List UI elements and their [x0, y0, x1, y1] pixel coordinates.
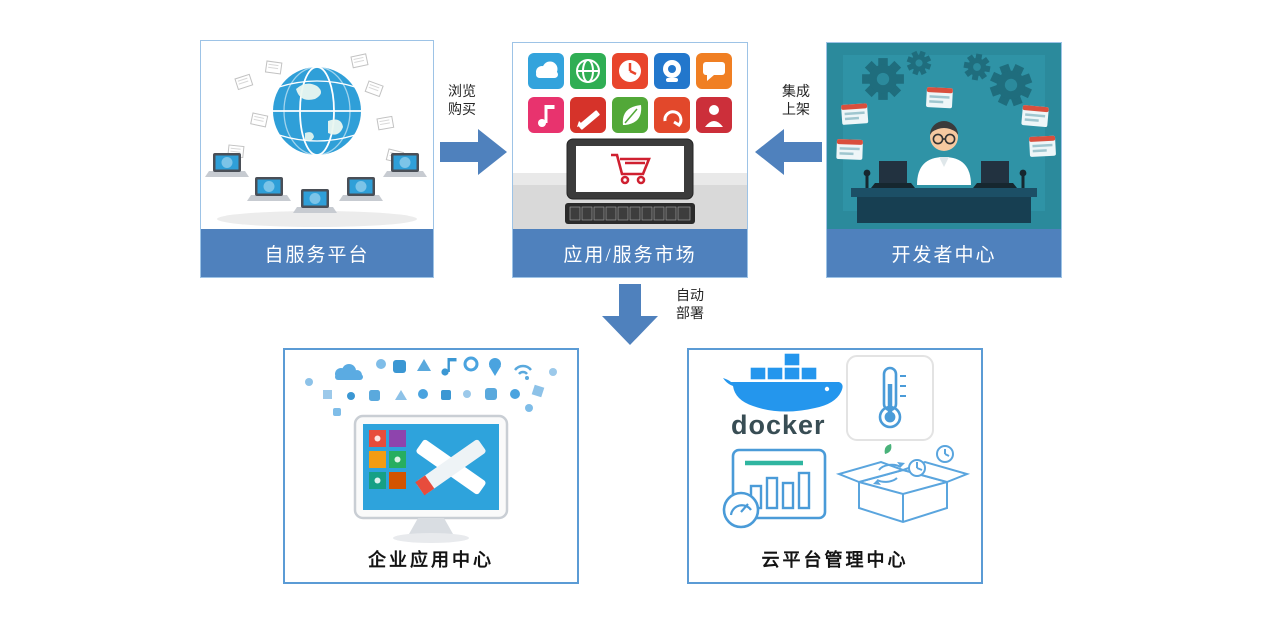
- buy-text: 购买: [448, 103, 476, 118]
- arrow-label-auto-deploy: 自动 部署: [666, 288, 714, 324]
- app-market-icon: [513, 53, 747, 229]
- developer-label: 开发者中心: [891, 244, 997, 266]
- developer-illustration: [827, 43, 1061, 229]
- crossed-ribbons-icon: [415, 439, 486, 496]
- app-grid-icons: [528, 53, 732, 89]
- cloud-mgmt-label: 云平台管理中心: [761, 550, 909, 570]
- self-service-illustration: [201, 41, 433, 229]
- clock-app-icon: [612, 53, 648, 89]
- browse-text: 浏览: [448, 85, 476, 100]
- open-box-icon: [835, 444, 971, 524]
- publish-text: 上架: [782, 103, 810, 118]
- webcam-app-icon: [654, 53, 690, 89]
- node-developer-center: 开发者中心: [826, 42, 1062, 278]
- integrate-text: 集成: [782, 85, 810, 100]
- scattered-app-icons: [305, 356, 557, 416]
- node-app-service-market: 应用/服务市场: [512, 42, 748, 278]
- tablet-icon: [566, 138, 694, 200]
- self-service-label: 自服务平台: [264, 244, 370, 266]
- monitor-icon: [353, 414, 509, 543]
- thermometer-icon: [846, 355, 934, 441]
- node-self-service-platform: 自服务平台: [200, 40, 434, 278]
- chat-app-icon: [696, 53, 732, 89]
- shopping-cart-icon: [611, 153, 651, 185]
- deploy-text: 部署: [676, 307, 704, 322]
- arrow-down-icon: [602, 284, 658, 345]
- developer-person-icon: [917, 121, 971, 185]
- swirl-app-icon: [654, 97, 690, 133]
- market-label: 应用/服务市场: [563, 244, 697, 266]
- docker-whale-icon: [723, 352, 843, 412]
- market-title-bar: 应用/服务市场: [513, 229, 747, 277]
- person-app-icon: [696, 97, 732, 133]
- globe-icon: [273, 66, 361, 156]
- app-grid-icons-row2: [528, 97, 732, 133]
- docker-wordmark: docker: [731, 410, 826, 440]
- market-illustration: [513, 43, 747, 229]
- keyboard-icon: [565, 203, 695, 224]
- self-service-title-bar: 自服务平台: [201, 229, 433, 277]
- arrow-left-icon: [755, 129, 822, 175]
- screen-tile-icons: [369, 430, 406, 489]
- pencil-app-icon: [570, 97, 606, 133]
- enterprise-label: 企业应用中心: [368, 550, 494, 570]
- node-enterprise-app-center: 企业应用中心: [283, 348, 579, 584]
- cloud-mgmt-illustration: [722, 352, 971, 529]
- laptop-icons: [205, 153, 427, 213]
- enterprise-illustration: [305, 356, 557, 543]
- developer-title-bar: 开发者中心: [827, 229, 1061, 277]
- globe-network-icon: [205, 53, 427, 227]
- developer-at-desk-icon: [827, 43, 1061, 229]
- globe-app-icon: [570, 53, 606, 89]
- desk-icon: [851, 161, 1037, 223]
- node-cloud-platform-management: docker 云平台管理中心: [687, 348, 983, 584]
- leaf-app-icon: [612, 97, 648, 133]
- cloud-app-icon: [528, 53, 564, 89]
- arrow-label-browse-buy: 浏览 购买: [436, 84, 488, 120]
- arrow-label-integrate-publish: 集成 上架: [770, 84, 822, 120]
- music-app-icon: [528, 97, 564, 133]
- bar-chart-icon: [722, 448, 827, 529]
- auto-text: 自动: [676, 289, 704, 304]
- arrow-right-icon: [440, 129, 507, 175]
